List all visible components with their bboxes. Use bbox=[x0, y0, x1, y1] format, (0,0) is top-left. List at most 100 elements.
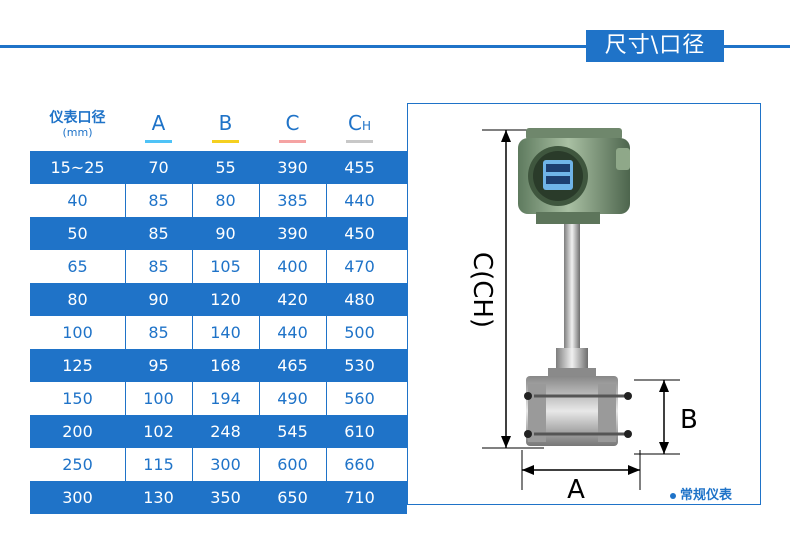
cell-value: 85 bbox=[148, 323, 169, 342]
cell-value: 248 bbox=[210, 422, 241, 441]
transmitter-head bbox=[518, 128, 630, 224]
section-title: 尺寸\口径 bbox=[586, 30, 724, 62]
meter-stem bbox=[548, 224, 596, 376]
note-standard-meter: 常规仪表 bbox=[670, 484, 732, 503]
cell-value: 600 bbox=[277, 455, 308, 474]
col-divider bbox=[259, 151, 260, 505]
header-ch-label: C bbox=[348, 111, 362, 135]
header-ch: CH bbox=[326, 103, 393, 151]
header-ch-sub: H bbox=[361, 119, 371, 133]
table-right-border bbox=[407, 103, 408, 505]
flange-body bbox=[524, 376, 632, 446]
dimension-a-arrow bbox=[521, 450, 641, 490]
cell-caliber: 150 bbox=[62, 389, 93, 408]
dimension-b-label: B bbox=[680, 405, 698, 435]
table-header: 仪表口径 (mm) A B C CH bbox=[30, 103, 407, 152]
cell-value: 660 bbox=[344, 455, 375, 474]
cell-value: 420 bbox=[277, 290, 308, 309]
table-row: 50 85 90 390 450 bbox=[30, 217, 407, 250]
cell-value: 530 bbox=[344, 356, 375, 375]
cell-value: 90 bbox=[215, 224, 236, 243]
cell-value: 480 bbox=[344, 290, 375, 309]
cell-value: 385 bbox=[277, 191, 308, 210]
cell-value: 105 bbox=[210, 257, 241, 276]
table-row: 250 115 300 600 660 bbox=[30, 448, 407, 481]
cell-value: 500 bbox=[344, 323, 375, 342]
section-divider-line bbox=[0, 45, 790, 48]
cell-value: 168 bbox=[210, 356, 241, 375]
cell-value: 95 bbox=[148, 356, 169, 375]
cell-value: 130 bbox=[143, 488, 174, 507]
cell-caliber: 50 bbox=[67, 224, 88, 243]
header-b: B bbox=[192, 103, 259, 151]
cell-value: 545 bbox=[277, 422, 308, 441]
cell-value: 80 bbox=[215, 191, 236, 210]
cell-caliber: 100 bbox=[62, 323, 93, 342]
cell-value: 440 bbox=[277, 323, 308, 342]
cell-value: 455 bbox=[344, 158, 375, 177]
cell-value: 55 bbox=[215, 158, 236, 177]
table-row: 200 102 248 545 610 bbox=[30, 415, 407, 448]
col-divider bbox=[125, 151, 126, 505]
table-row: 100 85 140 440 500 bbox=[30, 316, 407, 349]
dimension-a-label: A bbox=[567, 475, 585, 504]
cell-value: 90 bbox=[148, 290, 169, 309]
cell-caliber: 200 bbox=[62, 422, 93, 441]
cell-value: 465 bbox=[277, 356, 308, 375]
cell-value: 470 bbox=[344, 257, 375, 276]
header-a: A bbox=[125, 103, 192, 151]
col-divider bbox=[192, 151, 193, 505]
table-row: 15~25 70 55 390 455 bbox=[30, 151, 407, 184]
cell-value: 400 bbox=[277, 257, 308, 276]
header-c-label: C bbox=[285, 111, 300, 135]
table-row: 80 90 120 420 480 bbox=[30, 283, 407, 316]
table-row: 65 85 105 400 470 bbox=[30, 250, 407, 283]
header-caliber-label: 仪表口径 bbox=[49, 110, 106, 126]
cell-value: 85 bbox=[148, 257, 169, 276]
header-caliber: 仪表口径 (mm) bbox=[30, 103, 125, 151]
cell-value: 560 bbox=[344, 389, 375, 408]
cell-caliber: 300 bbox=[62, 488, 93, 507]
cell-value: 85 bbox=[148, 224, 169, 243]
cell-value: 194 bbox=[210, 389, 241, 408]
header-c-underline bbox=[279, 140, 306, 143]
cell-value: 100 bbox=[143, 389, 174, 408]
cell-value: 300 bbox=[210, 455, 241, 474]
cell-value: 610 bbox=[344, 422, 375, 441]
header-caliber-unit: (mm) bbox=[62, 126, 93, 139]
cell-value: 710 bbox=[344, 488, 375, 507]
bullet-dot-icon bbox=[670, 492, 676, 499]
cell-value: 390 bbox=[277, 158, 308, 177]
note-text: 常规仪表 bbox=[680, 488, 733, 503]
dimension-b-arrow bbox=[634, 379, 680, 455]
header-b-label: B bbox=[218, 111, 233, 135]
header-b-underline bbox=[212, 140, 239, 143]
cell-value: 70 bbox=[148, 158, 169, 177]
cell-value: 115 bbox=[143, 455, 174, 474]
col-divider bbox=[326, 151, 327, 505]
cell-value: 120 bbox=[210, 290, 241, 309]
cell-value: 450 bbox=[344, 224, 375, 243]
cell-caliber: 250 bbox=[62, 455, 93, 474]
cell-caliber: 80 bbox=[67, 290, 88, 309]
cell-caliber: 65 bbox=[67, 257, 88, 276]
header-a-underline bbox=[145, 140, 172, 143]
cell-value: 140 bbox=[210, 323, 241, 342]
cell-value: 390 bbox=[277, 224, 308, 243]
cell-caliber: 125 bbox=[62, 356, 93, 375]
flowmeter-diagram: C(CH) B bbox=[467, 128, 698, 504]
cell-caliber: 15~25 bbox=[50, 158, 105, 177]
dimension-c-label: C(CH) bbox=[467, 252, 497, 328]
cell-value: 102 bbox=[143, 422, 174, 441]
table-row: 150 100 194 490 560 bbox=[30, 382, 407, 415]
table-row: 125 95 168 465 530 bbox=[30, 349, 407, 382]
cell-value: 440 bbox=[344, 191, 375, 210]
cell-value: 650 bbox=[277, 488, 308, 507]
cell-value: 490 bbox=[277, 389, 308, 408]
cell-caliber: 40 bbox=[67, 191, 88, 210]
header-a-label: A bbox=[151, 111, 166, 135]
header-ch-underline bbox=[346, 140, 373, 143]
